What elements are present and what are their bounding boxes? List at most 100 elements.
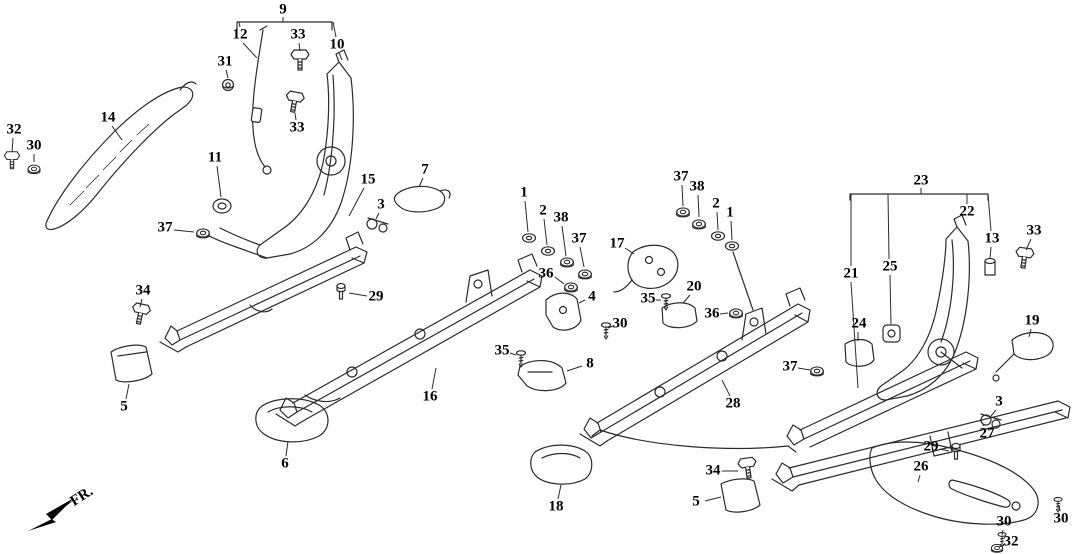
- leader-line-33-2: [298, 42, 301, 52]
- part-label-25-29: 25: [882, 258, 898, 275]
- leader-line-26-49: [917, 474, 921, 483]
- leader-line-13-26: [989, 246, 992, 260]
- leader-line-10-3: [332, 21, 337, 38]
- leader-line-11-9: [216, 165, 222, 198]
- part-8-bracket: [517, 360, 567, 392]
- part-label-27-46: 27: [979, 425, 995, 442]
- part-label-28-44: 28: [725, 395, 741, 412]
- part-label-15-10: 15: [360, 171, 376, 188]
- leader-line-8-41: [566, 365, 583, 372]
- part-16-rail: [275, 253, 543, 427]
- leader-line-27-46: [979, 419, 985, 427]
- leader-line-34-37: [139, 298, 143, 308]
- leader-line-37-13: [173, 229, 195, 233]
- part-label-33-27: 33: [1026, 222, 1042, 239]
- part-label-9-0: 9: [279, 1, 287, 18]
- part-label-5-52: 5: [692, 493, 700, 510]
- part-label-37-20: 37: [673, 168, 689, 185]
- part-label-8-41: 8: [586, 355, 594, 372]
- fastener-leader-line: [732, 251, 754, 311]
- leader-line-38-21: [697, 194, 700, 218]
- leader-line-36-18: [554, 276, 565, 285]
- leader-line-14-6: [111, 125, 123, 141]
- part-label-30-53: 30: [996, 513, 1012, 530]
- part-label-30-36: 30: [612, 315, 628, 332]
- part-13-bushing: [984, 257, 996, 276]
- part-label-29-47: 29: [923, 438, 939, 455]
- leader-line-38-16: [561, 225, 567, 257]
- part-label-31-4: 31: [217, 53, 233, 70]
- part-14-side-cover: [45, 81, 197, 231]
- part-5-left-cover: [110, 344, 153, 383]
- leader-line-7-11: [418, 177, 424, 188]
- part-label-37-17: 37: [571, 230, 587, 247]
- part-label-37-43: 37: [782, 358, 798, 375]
- leader-line-21-28: [850, 281, 859, 389]
- part-label-3-12: 3: [377, 196, 385, 213]
- leader-line-5-39: [125, 383, 130, 400]
- part-label-32-7: 32: [6, 121, 22, 138]
- leader-line-33-5: [294, 112, 297, 121]
- part-label-6-48: 6: [281, 455, 289, 472]
- part-label-37-13: 37: [157, 219, 173, 236]
- leader-line-18-51: [557, 484, 562, 500]
- part-17-bracket: [613, 244, 679, 293]
- leader-line-32-7: [11, 137, 14, 153]
- part-label-34-50: 34: [705, 462, 721, 479]
- callout-bracket-group-9: [236, 21, 333, 31]
- part-6-cover: [255, 398, 329, 443]
- upper-left-rail: [159, 231, 368, 353]
- part-4-bracket: [545, 292, 582, 331]
- part-label-18-51: 18: [548, 498, 564, 515]
- leader-line-2-15: [543, 218, 548, 246]
- leader-line-36-34: [719, 312, 729, 315]
- leader-line-12-1: [242, 42, 258, 59]
- part-label-29-38: 29: [368, 288, 384, 305]
- leader-line-37-43: [797, 367, 811, 371]
- fr-arrow-icon: [28, 498, 74, 531]
- leader-line-37-20: [681, 184, 684, 207]
- leader-line-3-45: [990, 409, 997, 417]
- leader-line-32-55: [998, 544, 1005, 548]
- leader-line-13-26: [987, 193, 992, 232]
- part-label-14-6: 14: [100, 109, 116, 126]
- part-label-32-55: 32: [1003, 533, 1019, 550]
- part-label-2-15: 2: [539, 202, 547, 219]
- part-label-23-24: 23: [913, 172, 929, 189]
- leader-line-30-54: [1058, 504, 1061, 512]
- leader-line-25-29: [889, 274, 892, 325]
- part-26-side-cover: [869, 441, 1039, 525]
- part-label-35-40: 35: [494, 342, 510, 359]
- part-label-7-11: 7: [421, 161, 429, 178]
- leader-line-6-48: [285, 440, 289, 457]
- leader-line-35-40: [509, 352, 517, 356]
- part-label-19-31: 19: [1024, 312, 1040, 329]
- leader-line-16-42: [431, 367, 437, 390]
- part-label-26-49: 26: [913, 458, 929, 475]
- leader-line-33-27: [1025, 238, 1032, 251]
- part-label-1-23: 1: [726, 204, 734, 221]
- part-label-10-3: 10: [329, 36, 345, 53]
- part-25-spacer: [882, 324, 901, 343]
- part-21-rail: [786, 351, 979, 448]
- leader-line-37-17: [579, 246, 585, 268]
- part-label-35-33: 35: [640, 290, 656, 307]
- part-12-rod: [250, 25, 272, 175]
- part-label-22-25: 22: [959, 203, 975, 220]
- leader-line-30-36: [607, 325, 614, 329]
- part-label-33-5: 33: [289, 119, 305, 136]
- part-label-20-32: 20: [686, 278, 702, 295]
- leader-line-5-52: [704, 496, 722, 502]
- part-7-bracket: [393, 185, 451, 213]
- part-label-2-22: 2: [712, 195, 720, 212]
- leader-line-1-14: [524, 200, 529, 233]
- leader-line-29-47: [939, 448, 950, 452]
- leader-line-29-38: [348, 292, 368, 297]
- part-label-17-19: 17: [609, 235, 625, 252]
- part-label-21-28: 21: [843, 265, 859, 282]
- part-label-33-2: 33: [290, 26, 306, 43]
